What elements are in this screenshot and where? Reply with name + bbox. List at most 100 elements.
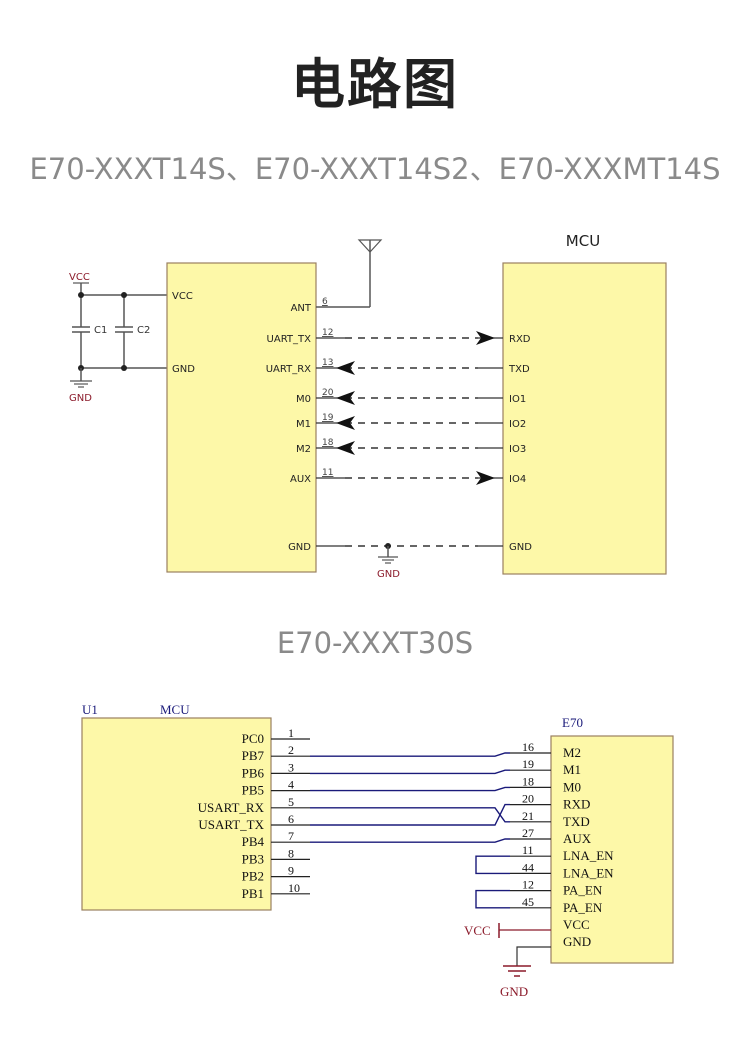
bus-wire-pb6-to-m1 — [310, 769, 510, 775]
pin-number: 27 — [522, 826, 534, 840]
module-pin-m1: M1 — [296, 419, 311, 430]
e70-pin-lna-en: LNA_EN — [563, 865, 614, 880]
capacitor-c1: C1 — [72, 295, 107, 368]
bus-wire-usart-rx-to-txd — [310, 807, 510, 823]
e70-pin-lna-en: LNA_EN — [563, 848, 614, 863]
mcu2-pin-pb4: PB4 — [242, 834, 265, 849]
gnd-label-2: GND — [500, 984, 528, 999]
pin-number: 19 — [522, 757, 534, 771]
mcu2-pin-pb3: PB3 — [242, 851, 264, 866]
module-pin-aux: AUX — [290, 474, 311, 485]
c1-label: C1 — [94, 325, 107, 336]
pin-number: 12 — [322, 328, 333, 338]
e70-chip — [550, 735, 674, 964]
e70-title: E70 — [562, 715, 583, 730]
pin-number: 11 — [322, 468, 333, 478]
e70-pin-aux: AUX — [563, 831, 592, 846]
mcu2-pin-pb7: PB7 — [242, 748, 265, 763]
loopback-wire-lna-en — [475, 855, 510, 875]
pin-number: 8 — [288, 846, 294, 860]
arrow-left-icon — [336, 361, 355, 375]
gnd-label-center: GND — [377, 569, 400, 580]
mcu-pin-io1: IO1 — [509, 394, 526, 405]
mcu-title: MCU — [566, 232, 600, 250]
pin-number: 2 — [288, 743, 294, 757]
pin-number: 19 — [322, 413, 334, 423]
mcu-pin-txd: TXD — [508, 364, 530, 375]
wire-m2-to-io3 — [316, 441, 503, 455]
module-pin-ant: ANT — [291, 303, 312, 314]
arrow-right-icon — [476, 331, 495, 345]
module-pin-gnd: GND — [172, 364, 195, 375]
mcu2-pin-usart-rx: USART_RX — [198, 800, 265, 815]
wire-uart-rx-to-txd — [316, 361, 503, 375]
arrow-left-icon — [336, 441, 355, 455]
pin-number: 21 — [522, 809, 534, 823]
c2-label: C2 — [137, 325, 150, 336]
pin-number: 6 — [288, 812, 294, 826]
pin-number: 9 — [288, 864, 294, 878]
wire-m1-to-io2 — [316, 416, 503, 430]
module-pin-gnd: GND — [288, 542, 311, 553]
junction-dot — [121, 292, 127, 298]
e70-pin-m1: M1 — [563, 762, 581, 777]
loopback-wire-pa-en — [475, 889, 510, 909]
module-right-pins: ANT6UART_TX12UART_RX13M020M119M218AUX11G… — [266, 297, 334, 553]
e70-pin-txd: TXD — [563, 814, 590, 829]
vcc-label-2: VCC — [464, 923, 491, 938]
pin-number: 11 — [522, 843, 534, 857]
e70-pin-pa-en: PA_EN — [563, 883, 603, 898]
e70-pin-rxd: RXD — [563, 797, 590, 812]
wire-uart-tx-to-rxd — [316, 331, 503, 345]
pin-number: 1 — [288, 726, 294, 740]
capacitor-c2: C2 — [115, 295, 150, 368]
pin-number: 44 — [522, 860, 534, 874]
mcu-pin-io2: IO2 — [509, 419, 526, 430]
mcu-title-2: MCU — [160, 702, 190, 717]
gnd-power-label: GND — [69, 393, 92, 404]
mcu2-pin-usart-tx: USART_TX — [198, 817, 264, 832]
bus-wires — [310, 752, 510, 909]
mcu2-pin-pc0: PC0 — [242, 731, 264, 746]
junction-dot — [121, 365, 127, 371]
pin-number: 20 — [322, 388, 334, 398]
mcu-ref-label: U1 — [82, 702, 98, 717]
diagram-1: VCC C1 C2 GND — [69, 232, 667, 580]
e70-pin-vcc: VCC — [563, 917, 590, 932]
mcu2-pin-pb5: PB5 — [242, 783, 264, 798]
pin-number: 18 — [522, 774, 534, 788]
mcu2-pin-pb2: PB2 — [242, 869, 264, 884]
ground-icon — [70, 368, 92, 388]
pin-number: 7 — [288, 829, 294, 843]
e70-pin-gnd: GND — [563, 934, 591, 949]
pin-number: 6 — [322, 297, 328, 307]
bus-wire-usart-tx-to-rxd — [310, 803, 510, 826]
module-pin-m2: M2 — [296, 444, 311, 455]
module-pin-m0: M0 — [296, 394, 311, 405]
bus-wire-pb4-to-aux — [310, 838, 510, 843]
pin-number: 16 — [522, 740, 534, 754]
arrow-right-icon — [476, 471, 495, 485]
e70-pin-pa-en: PA_EN — [563, 900, 603, 915]
e70-module-chip — [166, 262, 317, 573]
e70-pin-m2: M2 — [563, 745, 581, 760]
e70-pins: M216M119M018RXD20TXD21AUX27LNA_EN11LNA_E… — [510, 740, 614, 949]
ground-icon — [503, 946, 551, 977]
subtitle-models-1: E70-XXXT14S、E70-XXXT14S2、E70-XXXMT14S — [29, 152, 721, 186]
module-pin-uart-rx: UART_RX — [266, 364, 311, 375]
subtitle-models-2: E70-XXXT30S — [276, 626, 474, 660]
pin-number: 5 — [288, 795, 294, 809]
bus-wire-pb7-to-m2 — [310, 752, 510, 757]
page-title: 电路图 — [291, 53, 459, 116]
wire-m0-to-io1 — [316, 391, 503, 405]
wire-aux-to-io4 — [316, 471, 503, 485]
signal-wires — [316, 331, 503, 547]
mcu2-pin-pb1: PB1 — [242, 886, 264, 901]
vcc-power-label: VCC — [69, 272, 90, 283]
mcu-pin-io4: IO4 — [509, 474, 526, 485]
pin-number: 18 — [322, 438, 334, 448]
mcu-pin-rxd: RXD — [509, 334, 531, 345]
